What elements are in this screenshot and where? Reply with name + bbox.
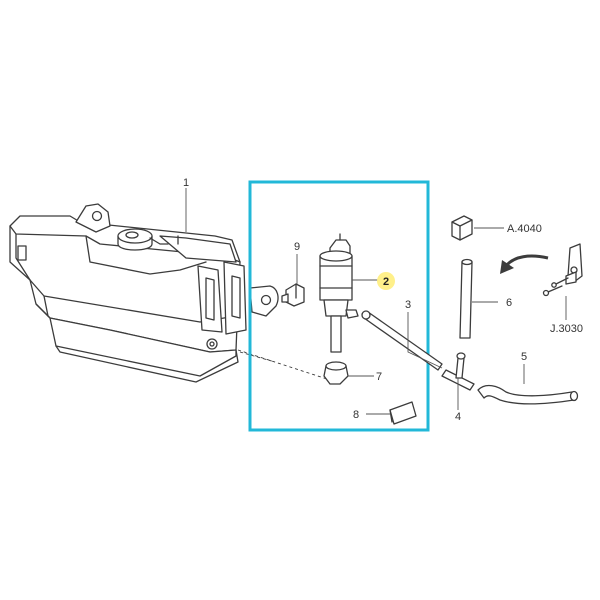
washer-reservoir-tank xyxy=(9,203,247,383)
callout-1: 1 xyxy=(183,177,189,189)
callout-8: 8 xyxy=(353,409,359,421)
callout-9: 9 xyxy=(294,241,300,253)
alignment-dashed-line xyxy=(237,349,331,381)
washer-hose-vertical xyxy=(459,258,473,339)
callout-3: 3 xyxy=(405,299,411,311)
reference-j3030: J.3030 xyxy=(550,323,583,335)
assembly-direction-arrow xyxy=(500,254,549,274)
cover-cap xyxy=(389,401,417,425)
callout-4: 4 xyxy=(455,411,461,423)
mounting-bracket xyxy=(249,285,279,317)
leader-lines xyxy=(185,188,567,415)
pump-grommet xyxy=(323,361,349,385)
highlight-frame xyxy=(248,180,430,432)
callout-7: 7 xyxy=(376,371,382,383)
hose-bracket-with-screws xyxy=(542,243,583,297)
washer-hose-straight xyxy=(361,310,443,371)
reference-a4040: A.4040 xyxy=(507,223,542,235)
callout-6: 6 xyxy=(506,297,512,309)
electrical-connector xyxy=(451,215,473,241)
washer-pump xyxy=(319,233,359,353)
callout-5: 5 xyxy=(521,351,527,363)
pump-retaining-clip xyxy=(281,283,305,307)
callout-2: 2 xyxy=(383,276,389,288)
callout-2-highlight xyxy=(377,272,395,290)
alignment-dashed-line-2 xyxy=(239,351,276,363)
t-connector xyxy=(441,352,475,391)
washer-hose-curved xyxy=(477,384,579,405)
